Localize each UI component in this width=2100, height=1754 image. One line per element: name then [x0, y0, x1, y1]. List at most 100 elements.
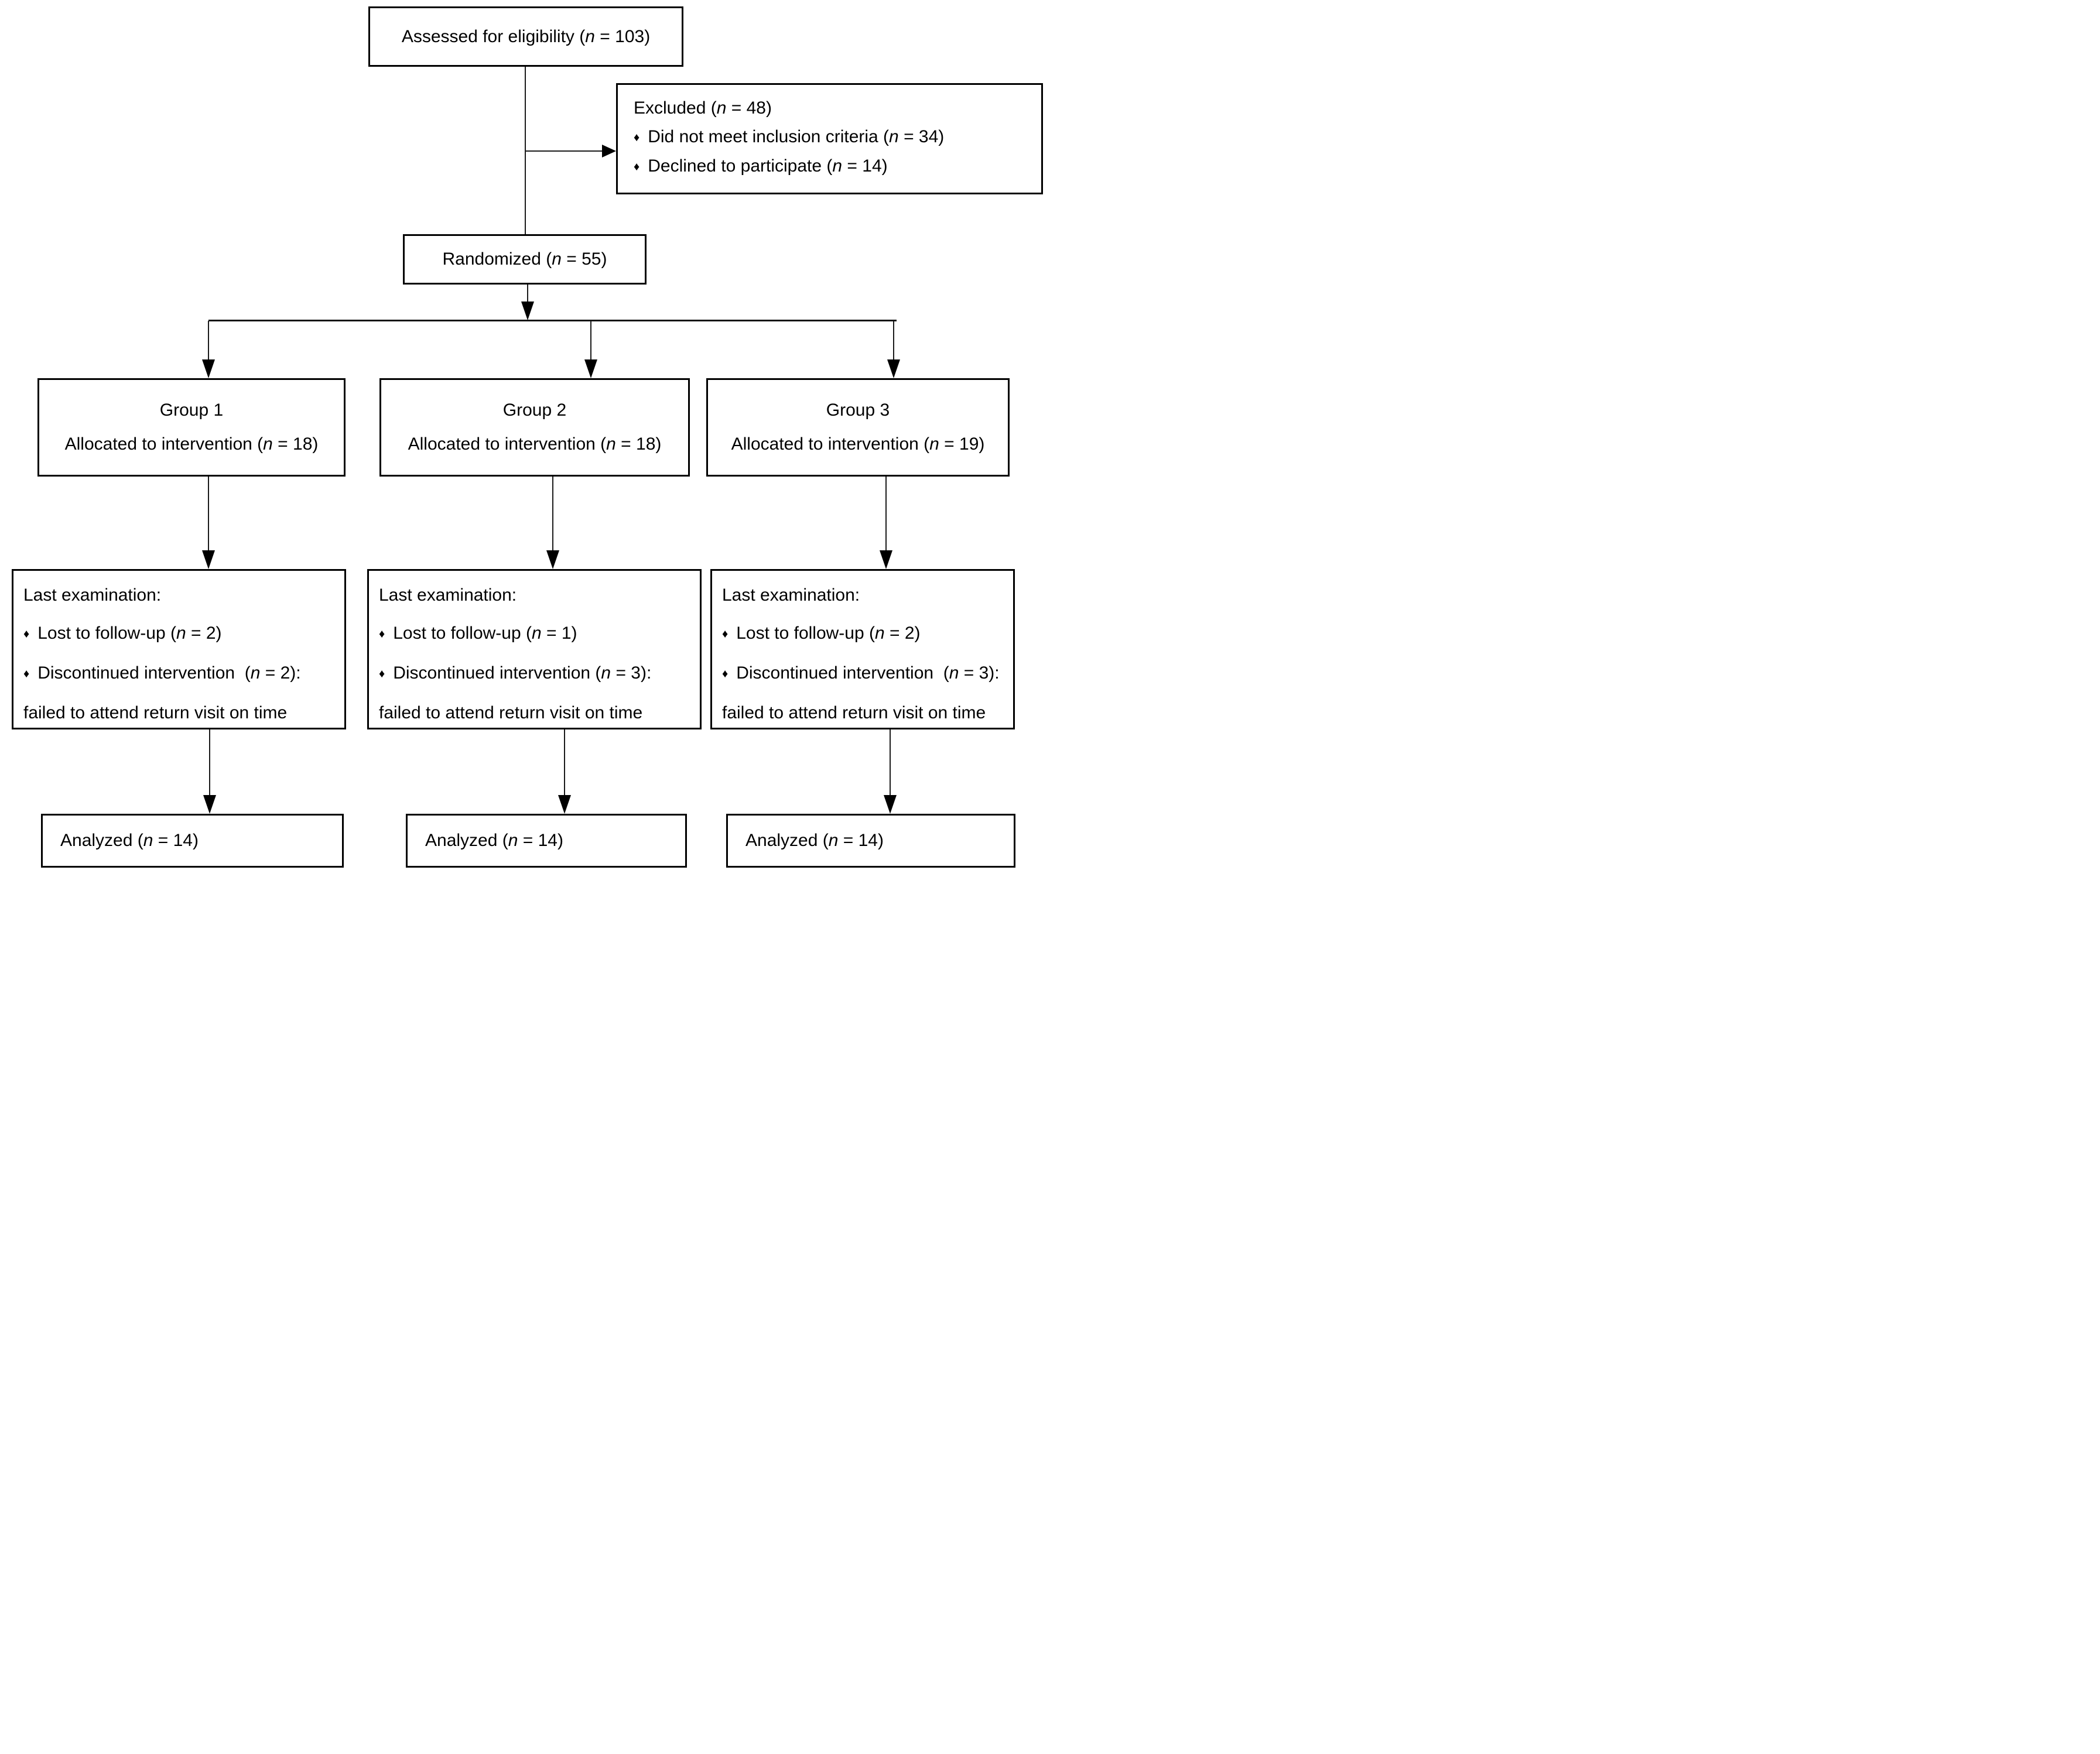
- label-text: = 14): [153, 831, 199, 850]
- connector-to-group-1: [208, 321, 209, 361]
- exam-3-box: Last examination: ♦Lost to follow-up (n …: [710, 569, 1015, 729]
- n-symbol: n: [532, 624, 542, 643]
- n-symbol: n: [875, 624, 885, 643]
- exam-3-discontinued-item: ♦Discontinued intervention (n = 3):: [722, 663, 1005, 686]
- group-1-allocation-label: Allocated to intervention (n = 18): [65, 434, 319, 455]
- exam-2-discontinued-item: ♦Discontinued intervention (n = 3):: [379, 663, 692, 686]
- n-symbol: n: [508, 831, 518, 850]
- n-symbol: n: [832, 156, 843, 176]
- label-text: Lost to follow-up (: [393, 624, 532, 643]
- exam-2-discontinued-reason: failed to attend return visit on time: [379, 703, 643, 722]
- connector-group-3-to-exam-3: [885, 477, 887, 551]
- exam-1-lost-item: ♦ Lost to follow-up (n = 2): [23, 623, 336, 646]
- excluded-box: Excluded (n = 48) ♦Did not meet inclusio…: [616, 83, 1043, 194]
- label-text: = 14): [842, 156, 888, 176]
- diamond-bullet-icon: ♦: [23, 628, 30, 640]
- n-symbol: n: [585, 26, 595, 46]
- connector-group-1-to-exam-1: [208, 477, 209, 551]
- label-text: Discontinued intervention (: [37, 663, 251, 683]
- arrowhead-onto-distribution-line: [521, 302, 534, 320]
- analyzed-2-box: Analyzed (n = 14): [406, 814, 687, 868]
- diamond-bullet-icon: ♦: [23, 667, 30, 680]
- label-text: = 19): [939, 434, 985, 454]
- label-text: = 55): [561, 249, 607, 269]
- arrowhead-into-group-1: [202, 359, 215, 378]
- connector-to-group-3: [893, 321, 894, 361]
- group-2-title: Group 2: [502, 400, 567, 420]
- arrowhead-into-exam-2: [546, 550, 559, 569]
- n-symbol: n: [828, 831, 839, 850]
- diamond-bullet-icon: ♦: [379, 667, 385, 680]
- label-text: Analyzed (: [60, 831, 143, 850]
- assessed-label: Assessed for eligibility (n = 103): [402, 26, 650, 47]
- diamond-bullet-icon: ♦: [722, 628, 728, 640]
- n-symbol: n: [263, 434, 273, 454]
- exam-1-discontinued-item: ♦ Discontinued intervention (n = 2):: [23, 663, 336, 686]
- label-text: Assessed for eligibility (: [401, 26, 586, 46]
- label-text: = 2): [884, 624, 921, 643]
- arrowhead-into-analyzed-1: [203, 795, 216, 814]
- label-text: = 34): [898, 127, 945, 146]
- diamond-bullet-icon: ♦: [634, 160, 640, 173]
- label-text: = 1): [541, 624, 577, 643]
- label-text: Allocated to intervention (: [408, 434, 607, 454]
- label-text: Excluded (: [634, 98, 717, 118]
- connector-exam-3-to-analyzed-3: [890, 729, 891, 796]
- n-symbol: n: [250, 663, 261, 683]
- analyzed-1-label: Analyzed (n = 14): [60, 830, 199, 851]
- label-text: Allocated to intervention (: [64, 434, 264, 454]
- exam-1-discontinued-reason: failed to attend return visit on time: [23, 703, 288, 722]
- excluded-title: Excluded (n = 48): [634, 98, 1035, 119]
- arrowhead-into-excluded: [602, 145, 616, 157]
- n-symbol: n: [176, 624, 186, 643]
- analyzed-3-box: Analyzed (n = 14): [726, 814, 1015, 868]
- label-text: = 14): [518, 831, 563, 850]
- connector-group-2-to-exam-2: [552, 477, 553, 551]
- label-text: Lost to follow-up (: [37, 624, 176, 643]
- exam-1-box: Last examination: ♦Lost to follow-up (n …: [12, 569, 346, 729]
- label-text: = 2): [186, 624, 222, 643]
- excluded-item-declined: ♦ Declined to participate (n = 14): [634, 156, 1035, 179]
- diamond-bullet-icon: ♦: [634, 131, 640, 144]
- exam-2-title: Last examination:: [379, 585, 517, 605]
- n-symbol: n: [143, 831, 153, 850]
- label-text: = 2):: [260, 663, 301, 683]
- arrowhead-into-group-3: [887, 359, 900, 378]
- group-1-box: Group 1 Allocated to intervention (n = 1…: [37, 378, 346, 477]
- assessed-box: Assessed for eligibility (n = 103): [368, 6, 683, 67]
- diamond-bullet-icon: ♦: [379, 628, 385, 640]
- group-1-title: Group 1: [159, 400, 224, 420]
- label-text: = 18): [272, 434, 319, 454]
- group-2-box: Group 2 Allocated to intervention (n = 1…: [379, 378, 690, 477]
- label-text: Declined to participate (: [648, 156, 833, 176]
- randomized-label: Randomized (n = 55): [442, 249, 607, 270]
- label-text: = 103): [594, 26, 651, 46]
- label-text: = 18): [615, 434, 662, 454]
- connector-branch-to-excluded: [525, 150, 603, 152]
- group-2-allocation-label: Allocated to intervention (n = 18): [408, 434, 662, 455]
- label-text: Lost to follow-up (: [736, 624, 875, 643]
- excluded-item-inclusion-criteria: ♦Did not meet inclusion criteria (n = 34…: [634, 126, 1035, 149]
- group-3-title: Group 3: [826, 400, 890, 420]
- label-text: Analyzed (: [425, 831, 508, 850]
- exam-2-box: Last examination: ♦Lost to follow-up (n …: [367, 569, 702, 729]
- label-text: = 48): [726, 98, 772, 118]
- diamond-bullet-icon: ♦: [722, 667, 728, 680]
- label-text: Analyzed (: [745, 831, 829, 850]
- group-3-allocation-label: Allocated to intervention (n = 19): [731, 434, 985, 455]
- n-symbol: n: [552, 249, 562, 269]
- label-text: = 3):: [959, 663, 1000, 683]
- arrowhead-into-exam-1: [202, 550, 215, 569]
- label-text: = 3):: [611, 663, 652, 683]
- distribution-line: [208, 320, 897, 321]
- arrowhead-into-group-2: [584, 359, 597, 378]
- analyzed-2-label: Analyzed (n = 14): [425, 830, 563, 851]
- n-symbol: n: [949, 663, 959, 683]
- n-symbol: n: [606, 434, 616, 454]
- exam-3-title: Last examination:: [722, 585, 860, 605]
- n-symbol: n: [601, 663, 611, 683]
- label-text: Did not meet inclusion criteria (: [648, 127, 890, 146]
- arrowhead-into-analyzed-3: [884, 795, 897, 814]
- analyzed-3-label: Analyzed (n = 14): [745, 830, 884, 851]
- label-text: Randomized (: [442, 249, 552, 269]
